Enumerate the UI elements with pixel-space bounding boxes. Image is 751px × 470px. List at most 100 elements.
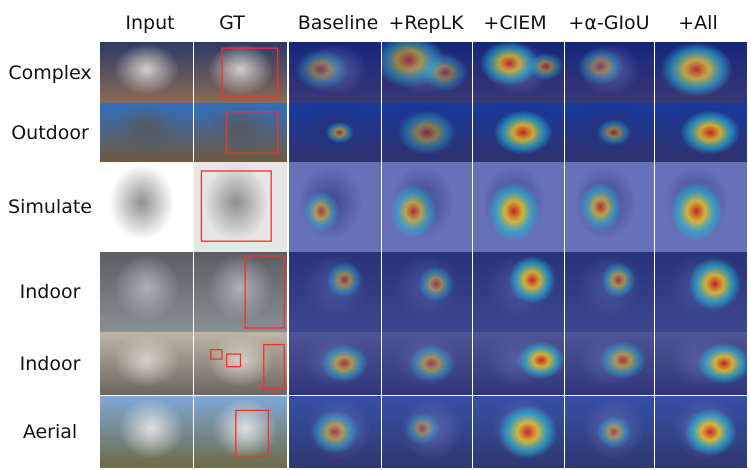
heat-blob [680, 110, 741, 155]
heat-blob [303, 191, 340, 232]
figure-cell [194, 396, 287, 468]
figure-cell [473, 332, 564, 395]
cell-image [289, 252, 381, 332]
cell-image [565, 332, 654, 395]
figure-cell [382, 103, 472, 162]
cell-image [289, 396, 381, 468]
smoke-plume [203, 164, 269, 241]
figure-cell [473, 162, 564, 252]
figure-cell [473, 252, 564, 332]
row-label: Simulate [8, 196, 92, 218]
figure-cell [473, 103, 564, 162]
gt-bounding-box [244, 255, 285, 329]
cell-image [565, 42, 654, 103]
cell-image [194, 396, 287, 468]
gt-bounding-box [210, 348, 223, 360]
heat-blob [311, 410, 359, 454]
heat-blob [599, 341, 646, 380]
cell-image [100, 42, 193, 103]
figure-cell [473, 42, 564, 103]
heat-blob [601, 262, 636, 298]
row-label: Aerial [22, 421, 78, 443]
cell-image [565, 252, 654, 332]
figure-cell [194, 162, 287, 252]
heat-blob [697, 342, 747, 385]
cell-image [655, 42, 747, 103]
figure-cell [565, 396, 654, 468]
heat-blob [596, 119, 632, 146]
cell-image [100, 252, 193, 332]
cell-image [655, 332, 747, 395]
row-label: Indoor [19, 281, 81, 303]
figure-cell [194, 103, 287, 162]
figure-cell [100, 252, 193, 332]
gt-bounding-box [235, 409, 270, 458]
smoke-plume [207, 254, 274, 322]
heat-blob [688, 257, 742, 311]
heat-blob [326, 262, 363, 298]
figure-cell [289, 103, 381, 162]
cell-image [473, 252, 564, 332]
smoke-plume [212, 398, 278, 459]
column-header: +All [678, 12, 718, 34]
figure-cell [655, 42, 747, 103]
cell-image [289, 332, 381, 395]
gt-bounding-box [225, 353, 242, 368]
heat-blob [596, 415, 632, 449]
figure-cell [289, 42, 381, 103]
column-header: +α-GIoU [568, 12, 650, 34]
figure-cell [100, 103, 193, 162]
figure-cell [382, 42, 472, 103]
heat-blob [579, 182, 622, 232]
figure-cell [565, 332, 654, 395]
heat-blob [390, 184, 437, 239]
cell-image [565, 396, 654, 468]
cell-image [194, 252, 287, 332]
cell-image [289, 103, 381, 162]
figure-cell [382, 396, 472, 468]
figure-cell [289, 162, 381, 252]
figure-cell [565, 162, 654, 252]
cell-image [100, 103, 193, 162]
cell-image [655, 252, 747, 332]
heat-blob [418, 266, 454, 302]
cell-image [194, 332, 287, 395]
figure-cell [473, 396, 564, 468]
figure-cell [194, 252, 287, 332]
heat-blob [517, 341, 564, 380]
cell-image [289, 162, 381, 252]
heat-blob [487, 181, 540, 242]
cell-image [382, 162, 472, 252]
smoke-plume [207, 104, 274, 155]
heat-blob [660, 42, 733, 97]
gt-bounding-box [221, 47, 279, 98]
heat-blob [404, 412, 441, 445]
cell-image [473, 162, 564, 252]
figure-cell [565, 252, 654, 332]
heat-blob [683, 408, 737, 456]
column-header: Input [125, 12, 175, 34]
heat-blob [421, 54, 469, 91]
heat-blob [528, 52, 564, 81]
smoke-plume [113, 254, 180, 322]
heat-blob [408, 344, 455, 383]
figure-cell [289, 252, 381, 332]
smoke-plume [207, 43, 274, 96]
cell-image [382, 332, 472, 395]
heat-blob [320, 344, 369, 383]
cell-image [565, 103, 654, 162]
smoke-plume [113, 333, 180, 387]
cell-image [655, 103, 747, 162]
figure-cell [289, 332, 381, 395]
cell-image [473, 332, 564, 395]
cell-image [100, 332, 193, 395]
column-header: Baseline [297, 12, 379, 34]
figure-cell [100, 42, 193, 103]
figure-cell [655, 396, 747, 468]
heat-blob [670, 181, 723, 242]
cell-image [100, 162, 193, 252]
figure-cell [194, 332, 287, 395]
cell-image [100, 396, 193, 468]
figure-cell [382, 332, 472, 395]
heat-blob [397, 110, 457, 155]
